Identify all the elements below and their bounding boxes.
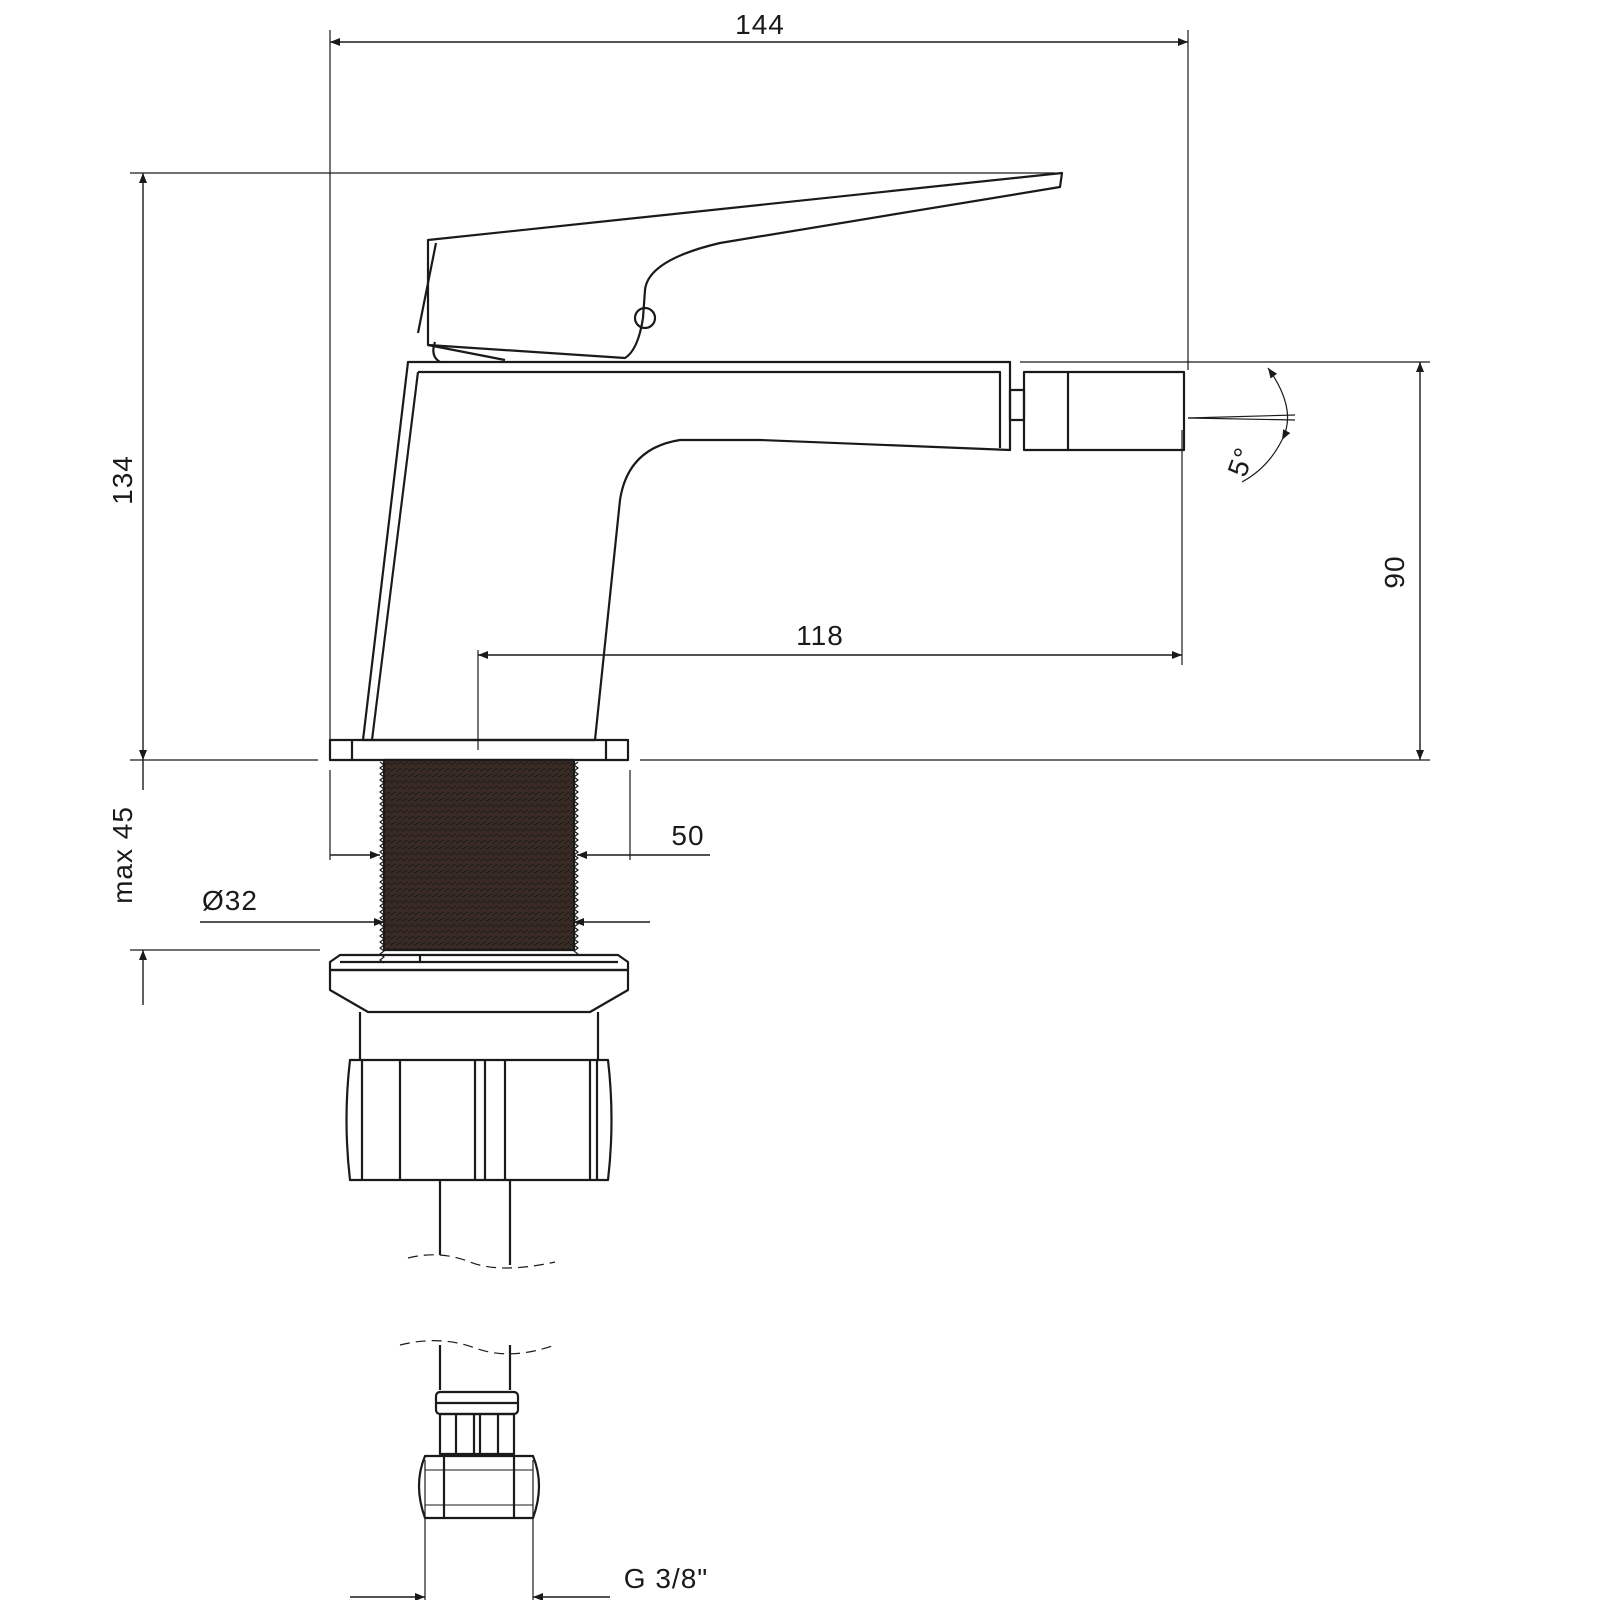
dim-overall-height: 134 [107,455,138,505]
dim-base-diameter: 50 [671,820,704,851]
dim-thread-diameter: Ø32 [202,885,258,916]
dim-nozzle-angle: 5° [1222,443,1261,481]
dim-spout-height: 90 [1379,555,1410,588]
mounting-nut [345,1058,613,1182]
lever-handle [416,171,1064,363]
dim-spout-reach: 118 [796,620,844,651]
dim-connection-thread: G 3/8" [624,1563,708,1594]
dim-overall-width: 144 [735,9,785,40]
faucet-body [361,360,1012,742]
bidet-nozzle [1008,370,1186,452]
nozzle-angle-indicator [1187,367,1296,483]
threaded-shank [379,758,579,964]
dimension-lines [139,38,1424,1600]
base-plate [328,738,630,762]
mounting-washer [328,953,630,1060]
dim-max-countertop: max 45 [107,806,138,904]
hose-fitting [417,1390,541,1520]
supply-hose [399,1180,556,1390]
extension-lines [130,30,1430,1600]
